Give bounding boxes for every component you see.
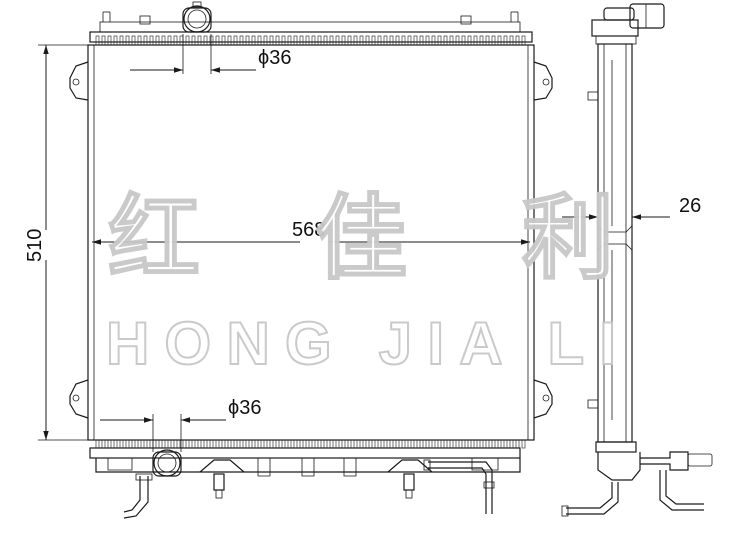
watermark: 红 佳 利 HONG JIA LI <box>105 184 622 378</box>
left-brackets <box>69 61 89 419</box>
core-height-label: 510 <box>24 229 46 262</box>
watermark-english: HONG JIA LI <box>106 310 622 377</box>
bottom-outlet <box>152 449 182 477</box>
watermark-chinese: 红 佳 利 <box>108 185 614 292</box>
drain-plug-left <box>199 459 245 499</box>
top-fins <box>95 35 526 46</box>
core-width-label: 568 <box>292 219 325 241</box>
right-brackets <box>533 61 553 419</box>
dim-top-inlet: ϕ36 <box>130 34 291 74</box>
dim-core-width: 568 <box>92 219 530 245</box>
radiator-core <box>87 44 535 441</box>
top-mount-left <box>139 15 151 25</box>
top-mount-right <box>460 15 472 25</box>
oil-cooler-pipe <box>428 461 493 514</box>
overflow-pipe <box>123 476 141 513</box>
dim-core-height: 510 <box>24 44 88 441</box>
bottom-outlet-diameter-label: ϕ36 <box>228 397 261 419</box>
bottom-tank-body <box>95 458 521 473</box>
bottom-fins <box>95 439 526 449</box>
side-view <box>561 3 713 517</box>
drain-plug-right <box>387 459 433 499</box>
side-pipe <box>640 451 689 471</box>
bottom-tank <box>89 447 521 459</box>
dim-core-thickness: 26 <box>562 195 701 220</box>
dim-bottom-outlet: ϕ36 <box>100 397 261 452</box>
core-thickness-label: 26 <box>679 195 701 217</box>
top-inlet <box>182 1 212 33</box>
top-tank <box>89 31 533 43</box>
top-inlet-diameter-label: ϕ36 <box>258 47 291 69</box>
side-top-cap <box>591 3 665 45</box>
top-tank-rail <box>99 21 521 33</box>
